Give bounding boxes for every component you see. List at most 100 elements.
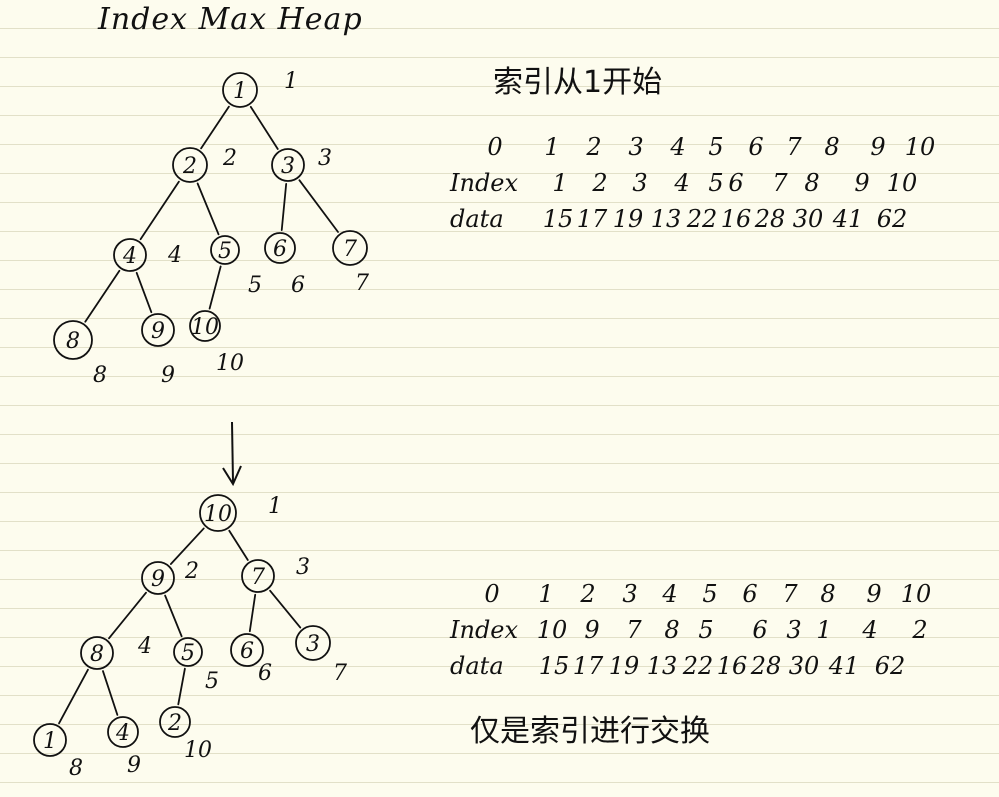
data-cell: 41 [828,652,860,680]
col-header: 2 [586,133,602,161]
col-header: 0 [484,580,500,608]
bottom-tree-node-value: 4 [115,721,130,746]
index-cell: 2 [912,616,928,644]
top-tree-node-circle [264,232,296,264]
top-tree-node-value: 5 [218,239,232,264]
data-cell: 22 [682,652,714,680]
col-header: 1 [544,133,560,161]
index-cell: 1 [552,169,568,197]
bottom-tree-node-circle [230,633,264,667]
data-cell: 17 [572,652,604,680]
col-header: 7 [786,133,802,161]
index-cell: 6 [728,169,744,197]
index-cell: 6 [752,616,768,644]
index-cell: 9 [584,616,600,644]
data-cell: 30 [792,205,824,233]
col-header: 6 [748,133,764,161]
data-cell: 13 [650,205,682,233]
note-index-starts-at-1: 索引从1开始 [493,65,663,100]
top-tree-node-value: 8 [66,329,80,354]
top-tree-node-value: 4 [122,244,137,269]
col-header: 8 [820,580,836,608]
row-label-data: data [450,652,504,680]
bottom-tree-edge [164,594,183,638]
col-header: 3 [622,580,638,608]
index-cell: 7 [626,616,642,644]
index-cell: 3 [786,616,802,644]
bottom-tree-edge [58,668,89,725]
top-tree-edge [135,271,153,314]
col-header: 0 [487,133,503,161]
bottom-tree-node-circle [173,637,203,667]
top-tree-node-circle [189,310,221,342]
top-tree-edge [208,265,222,310]
bottom-tree-position-label: 8 [69,756,83,781]
bottom-tree-node-value: 10 [204,502,232,527]
bottom-tree-node-circle [295,625,331,661]
bottom-tree-position-label: 6 [258,661,272,686]
bottom-tree-position-label: 9 [127,753,141,778]
bottom-tree-node-value: 8 [90,642,104,667]
data-cell: 15 [542,205,574,233]
data-cell: 16 [720,205,752,233]
top-tree-edge [280,183,288,231]
top-tree-node-value: 2 [182,154,197,179]
index-cell: 9 [854,169,870,197]
col-header: 10 [904,133,936,161]
index-cell: 5 [708,169,724,197]
top-tree-node-value: 10 [191,315,219,340]
data-cell: 62 [876,205,908,233]
data-cell: 28 [750,652,782,680]
bottom-tree-edge [248,593,257,633]
col-header: 4 [670,133,686,161]
data-cell: 13 [646,652,678,680]
bottom-tree-position-label: 3 [296,555,310,580]
col-header: 8 [824,133,840,161]
index-cell: 5 [698,616,714,644]
top-tree-node-circle [172,147,208,183]
bottom-tree-position-label: 5 [205,669,219,694]
bottom-tree-node-circle [159,706,191,738]
data-cell: 19 [608,652,640,680]
col-header: 1 [538,580,554,608]
bottom-tree-position-label: 1 [268,494,282,519]
row-label-index: Index [450,169,519,197]
top-tree-node-value: 1 [233,79,247,104]
bottom-tree-position-label: 10 [184,738,212,763]
diagram-title: Index Max Heap [98,2,363,37]
top-tree-edge [196,182,220,236]
bottom-tree-position-label: 7 [333,661,347,686]
col-header: 5 [702,580,718,608]
bottom-tree-node-circle [141,561,175,595]
top-tree-edge [200,105,230,150]
bottom-tree-node-circle [33,723,67,757]
bottom-tree-position-label: 4 [137,634,152,659]
bottom-tree-edge [228,529,249,561]
data-cell: 28 [754,205,786,233]
data-cell: 30 [788,652,820,680]
bottom-tree-edge [102,670,119,716]
bottom-tree-node-value: 9 [151,567,165,592]
bottom-tree-node-circle [107,716,139,748]
top-tree-position-label: 9 [161,363,175,388]
note-only-index-swapped: 仅是索引进行交换 [470,714,710,749]
index-cell: 10 [886,169,918,197]
index-cell: 8 [804,169,820,197]
top-tree-position-label: 5 [248,273,262,298]
top-tree-node-circle [271,148,305,182]
index-cell: 4 [674,169,690,197]
bottom-tree-position-label: 2 [184,559,199,584]
top-tree-node-value: 7 [343,237,357,262]
data-cell: 22 [686,205,718,233]
index-cell: 8 [664,616,680,644]
top-tree-position-label: 7 [355,271,369,296]
col-header: 5 [708,133,724,161]
row-label-data: data [450,205,504,233]
row-label-index: Index [450,616,519,644]
top-tree-position-label: 3 [318,146,332,171]
top-tree-node-circle [210,235,240,265]
top-tree-edge [139,180,180,241]
down-arrow-icon [222,421,242,487]
top-tree-node-circle [53,320,93,360]
